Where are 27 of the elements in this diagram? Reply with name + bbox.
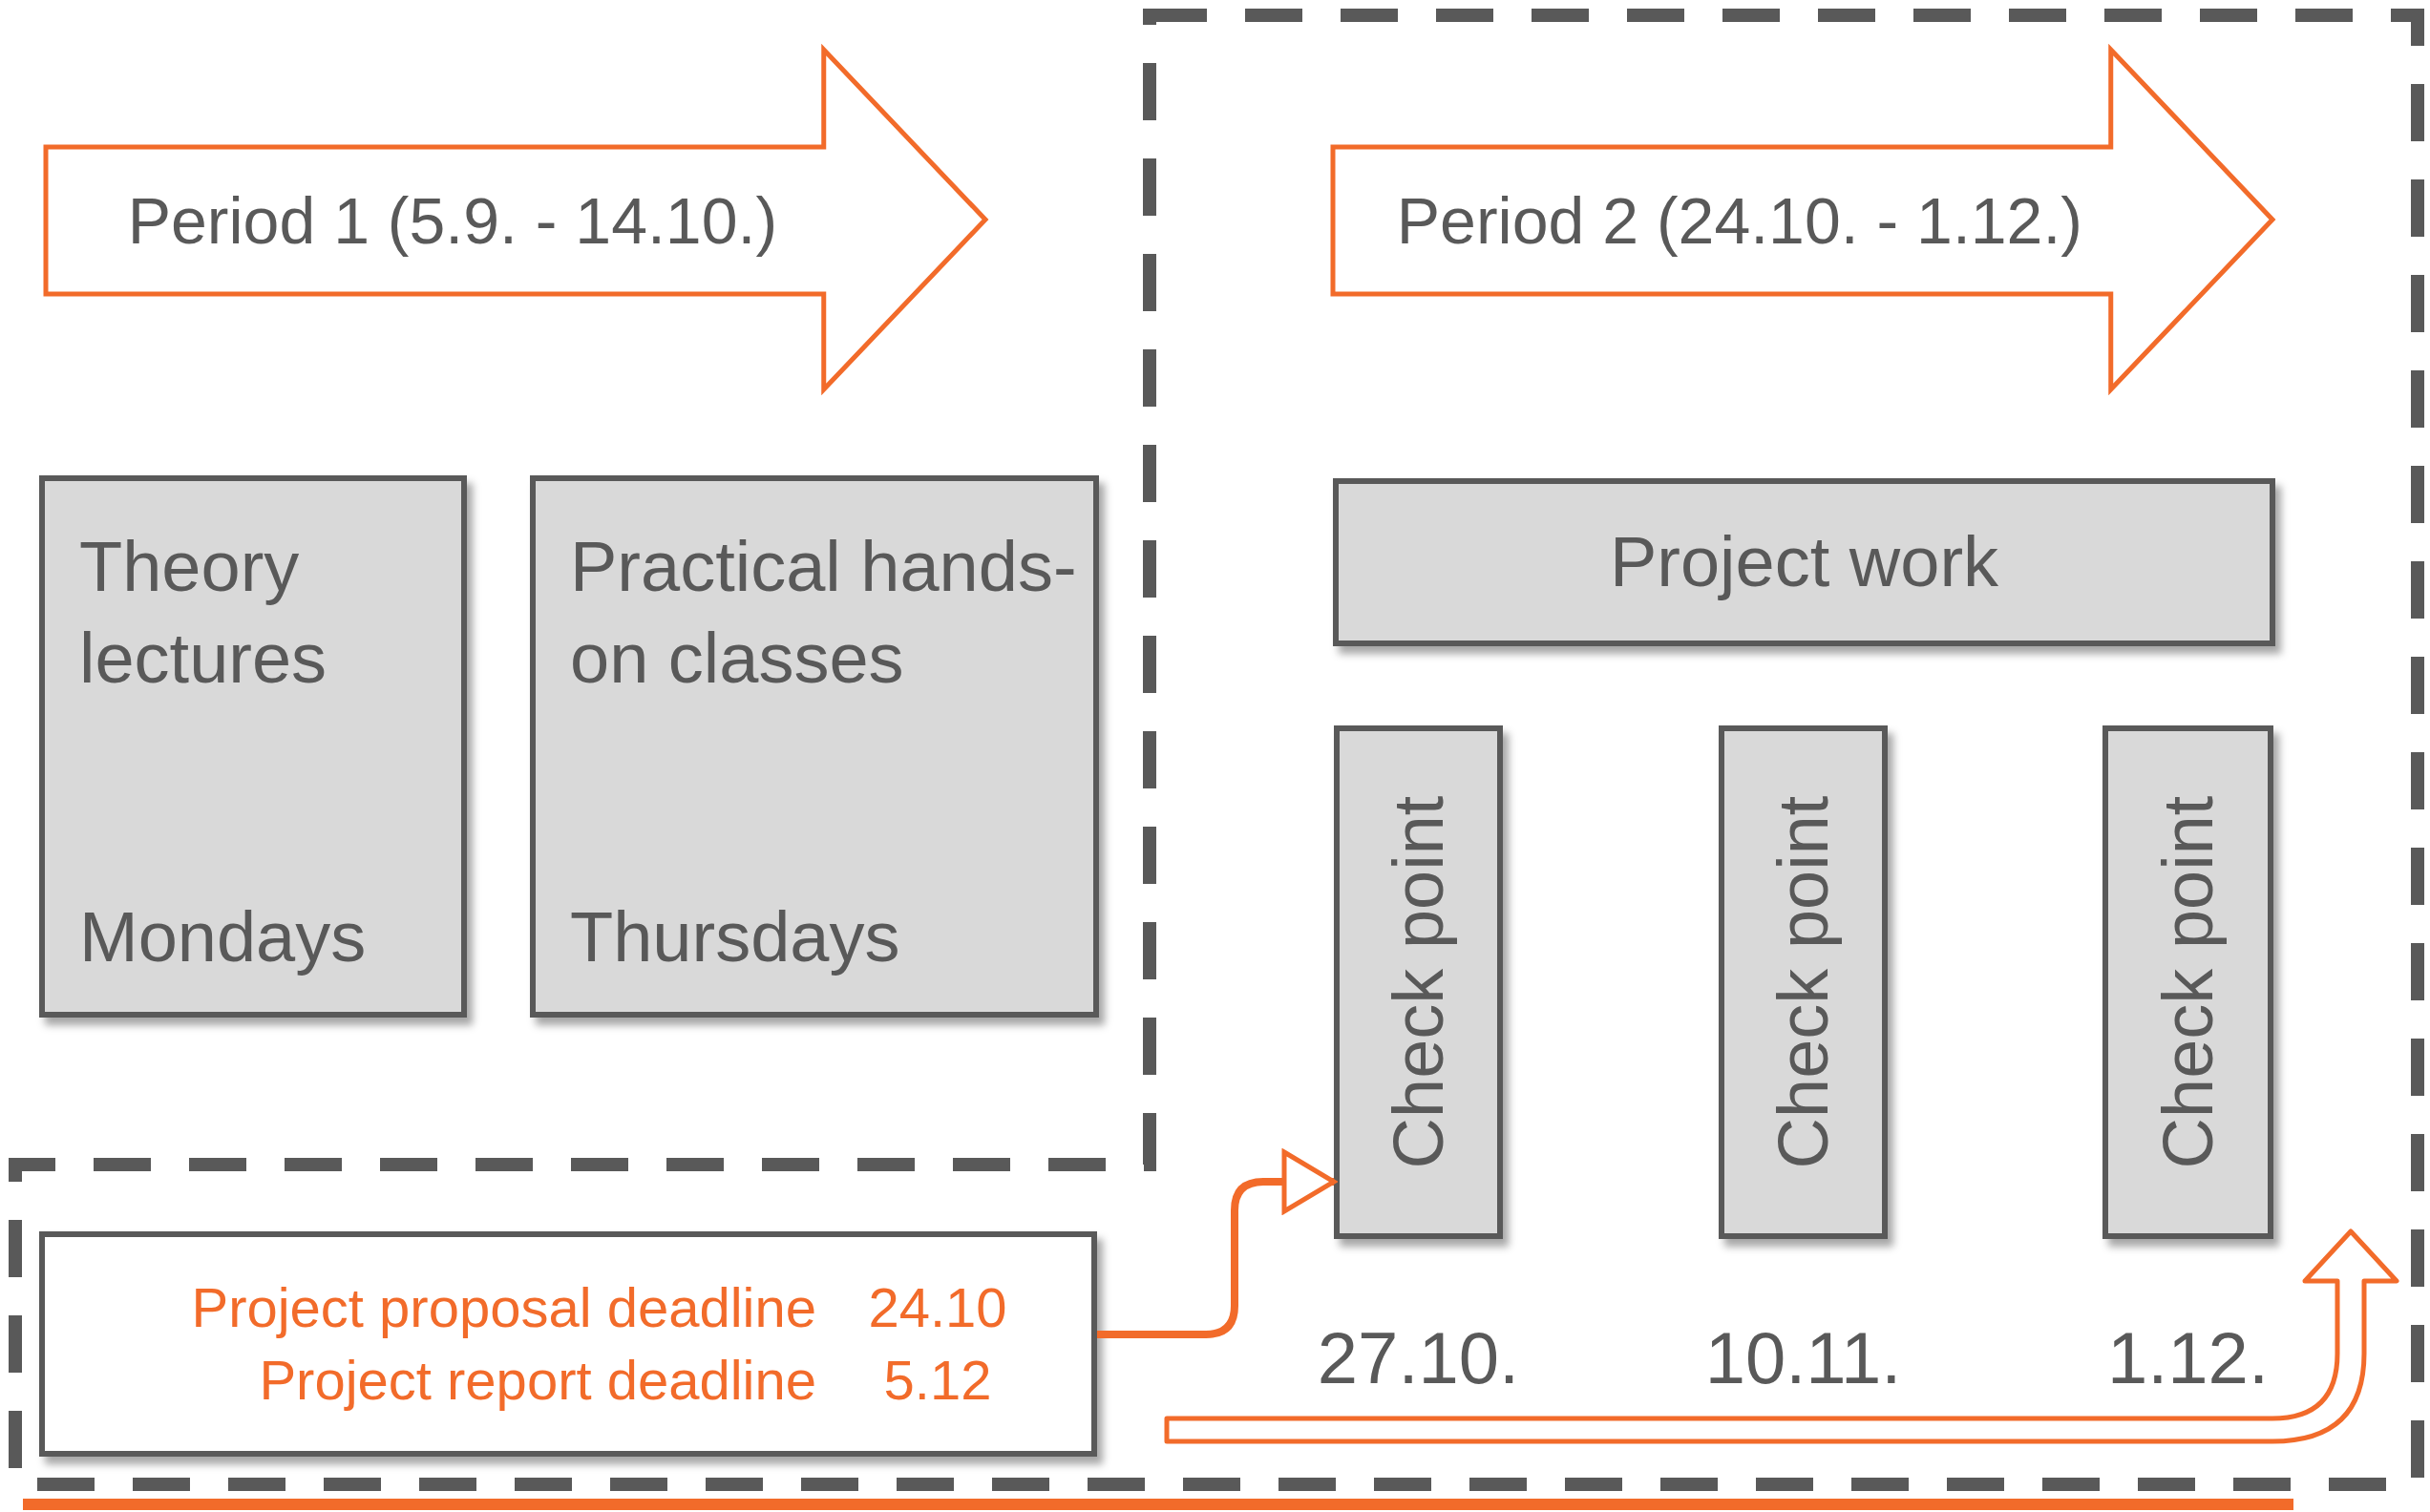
- activity-box: [530, 475, 1099, 1018]
- activity-box: [39, 475, 467, 1018]
- deadline-date: 5.12: [882, 1348, 993, 1413]
- deadline-box: [39, 1231, 1097, 1457]
- day-label: Thursdays: [570, 896, 900, 978]
- checkpoint-box: [1334, 725, 1503, 1239]
- box-title: Theory lectures: [79, 526, 328, 700]
- deadline-label: Project proposal deadline: [191, 1275, 816, 1340]
- deadline-label: Project report deadline: [259, 1348, 816, 1413]
- checkpoint-box: [1719, 725, 1888, 1239]
- deadline-date: 24.10: [867, 1275, 1008, 1340]
- checkpoint-label: Check point: [1762, 795, 1844, 1169]
- checkpoint-label: Check point: [2146, 795, 2229, 1169]
- date-label: 10.11.: [1703, 1316, 1903, 1400]
- period-arrow: [43, 47, 988, 392]
- period-label: Period 2 (24.10. - 1.12.): [1395, 183, 2083, 259]
- date-label: 27.10.: [1316, 1316, 1521, 1400]
- box-title: Practical hands-on classes: [570, 526, 1078, 700]
- activity-bar: [1333, 478, 2275, 646]
- bar-label: Project work: [1608, 521, 2000, 603]
- arrow: [1097, 1149, 1337, 1338]
- checkpoint-box: [2102, 725, 2273, 1239]
- period-label: Period 1 (5.9. - 14.10.): [126, 183, 779, 259]
- date-label: 1.12.: [2105, 1316, 2270, 1400]
- checkpoint-label: Check point: [1377, 795, 1459, 1169]
- period-arrow: [1330, 47, 2275, 392]
- day-label: Mondays: [79, 896, 367, 978]
